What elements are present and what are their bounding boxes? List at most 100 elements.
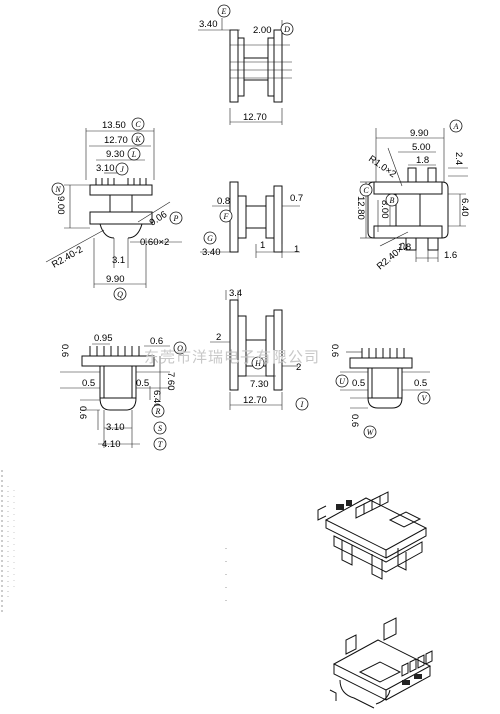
dim-8.00: 8.00 [379, 200, 390, 219]
callout-k: K [131, 132, 145, 146]
callout-e: E [217, 4, 231, 18]
svg-text:K: K [134, 135, 141, 144]
dim-9.30: 9.30 [106, 149, 125, 160]
dim-1.8-bottom: 1.8 [398, 242, 411, 253]
svg-text:C: C [363, 186, 369, 195]
dim-12.80: 12.80 [355, 196, 366, 220]
svg-text:L: L [131, 150, 137, 159]
svg-text:G: G [207, 234, 213, 243]
callout-c-right: C [359, 183, 373, 197]
dim-1-b: 1 [294, 244, 299, 255]
dim-12.70-left: 12.70 [104, 135, 128, 146]
dim-3.1: 3.1 [112, 255, 125, 266]
svg-text:C: C [135, 120, 141, 129]
scan-margin-marks [1, 470, 227, 612]
dim-6.40-left: 6.40 [151, 390, 162, 409]
svg-text:J: J [120, 165, 124, 174]
svg-text:R: R [155, 407, 161, 416]
dim-2.00-top: 2.00 [253, 25, 272, 36]
dim-4.10: 4.10 [102, 439, 121, 450]
dim-2.4: 2.4 [453, 152, 464, 165]
dim-1-a: 1 [260, 240, 265, 251]
dim-6.40-right: 6.40 [459, 198, 470, 217]
callout-g: G [203, 231, 217, 245]
dim-0.5-right-a: 0.5 [352, 378, 365, 389]
dim-3.40-middle: 3.40 [202, 247, 221, 258]
callout-d: D [280, 22, 294, 36]
dim-0.6-left-a: 0.6 [59, 344, 70, 357]
callout-b: B [385, 193, 399, 207]
svg-text:O: O [177, 344, 183, 353]
dim-3.40-top: 3.40 [199, 19, 218, 30]
view-side-top [198, 18, 292, 125]
callout-s: S [153, 421, 167, 435]
callout-p: P [169, 211, 183, 225]
svg-text:V: V [422, 394, 428, 403]
svg-text:B: B [390, 196, 395, 205]
view-side-lower [210, 290, 298, 410]
svg-text:S: S [158, 424, 162, 433]
dim-12.70-top: 12.70 [243, 112, 267, 123]
svg-text:W: W [367, 428, 375, 437]
dim-0.6-right-b: 0.6 [329, 344, 340, 357]
dim-5.00: 5.00 [412, 142, 431, 153]
svg-text:E: E [221, 7, 227, 16]
view-front-left [45, 128, 182, 288]
callout-u: U [335, 374, 349, 388]
dim-1.8-top: 1.8 [416, 155, 429, 166]
dim-0.60x2: 0.60×2 [140, 237, 169, 248]
dim-3.10-left: 3.10 [96, 163, 115, 174]
callout-n: N [51, 182, 65, 196]
callout-r: R [151, 404, 165, 418]
svg-text:I: I [300, 400, 304, 409]
callout-f: F [219, 209, 233, 223]
bobbin-3d-render-bottom [329, 617, 433, 709]
callout-l: L [127, 147, 141, 161]
dim-7.30: 7.30 [250, 379, 269, 390]
dim-r2.40-left: R2.40-2 [50, 244, 85, 270]
callout-i: I [295, 397, 309, 411]
callout-h: H [251, 356, 265, 370]
view-detail-right [340, 348, 430, 409]
svg-text:F: F [223, 212, 229, 221]
callout-o: O [173, 341, 187, 355]
dim-0.5-right-b: 0.5 [414, 378, 427, 389]
dim-0.95: 0.95 [94, 333, 113, 344]
watermark-text: 东莞市洋瑞电子有限公司 [144, 348, 320, 366]
callout-w: W [363, 425, 377, 439]
dim-0.7: 0.7 [290, 193, 303, 204]
dim-0.6-left-b: 0.6 [77, 406, 88, 419]
callout-a: A [449, 119, 463, 133]
dim-0.5-left: 0.5 [82, 378, 95, 389]
dim-9.90-left: 9.90 [106, 274, 125, 285]
dim-9.00: 9.00 [55, 196, 66, 215]
svg-text:D: D [283, 25, 290, 34]
svg-text:H: H [254, 359, 262, 368]
callout-c-top: C [131, 117, 145, 131]
dim-7.60: 7.60 [165, 372, 176, 391]
svg-text:A: A [453, 122, 459, 131]
dim-2-right: 2 [296, 362, 301, 373]
dim-12.70-lower: 12.70 [243, 395, 267, 406]
dim-9.90-right: 9.90 [410, 128, 429, 139]
callout-t: T [153, 437, 167, 451]
bobbin-3d-render-top [317, 491, 428, 580]
dim-13.50: 13.50 [102, 120, 126, 131]
dim-0.6-right-c: 0.6 [349, 414, 360, 427]
svg-text:P: P [173, 214, 179, 223]
dim-0.5-right: 0.5 [136, 378, 149, 389]
view-detail-left [60, 343, 170, 448]
callout-v: V [417, 391, 431, 405]
callout-j: J [115, 162, 129, 176]
dim-0.8: 0.8 [217, 196, 230, 207]
dim-3.4: 3.4 [229, 288, 242, 299]
dim-1.6: 1.6 [444, 250, 457, 261]
callout-q: Q [113, 287, 127, 301]
svg-text:U: U [339, 377, 346, 386]
dim-r1.0x2: R1.0×2 [366, 153, 398, 180]
dim-3.10-bottom: 3.10 [106, 422, 125, 433]
svg-text:Q: Q [117, 290, 123, 299]
svg-text:T: T [158, 440, 163, 449]
dim-0.6-right-a: 0.6 [150, 336, 163, 347]
